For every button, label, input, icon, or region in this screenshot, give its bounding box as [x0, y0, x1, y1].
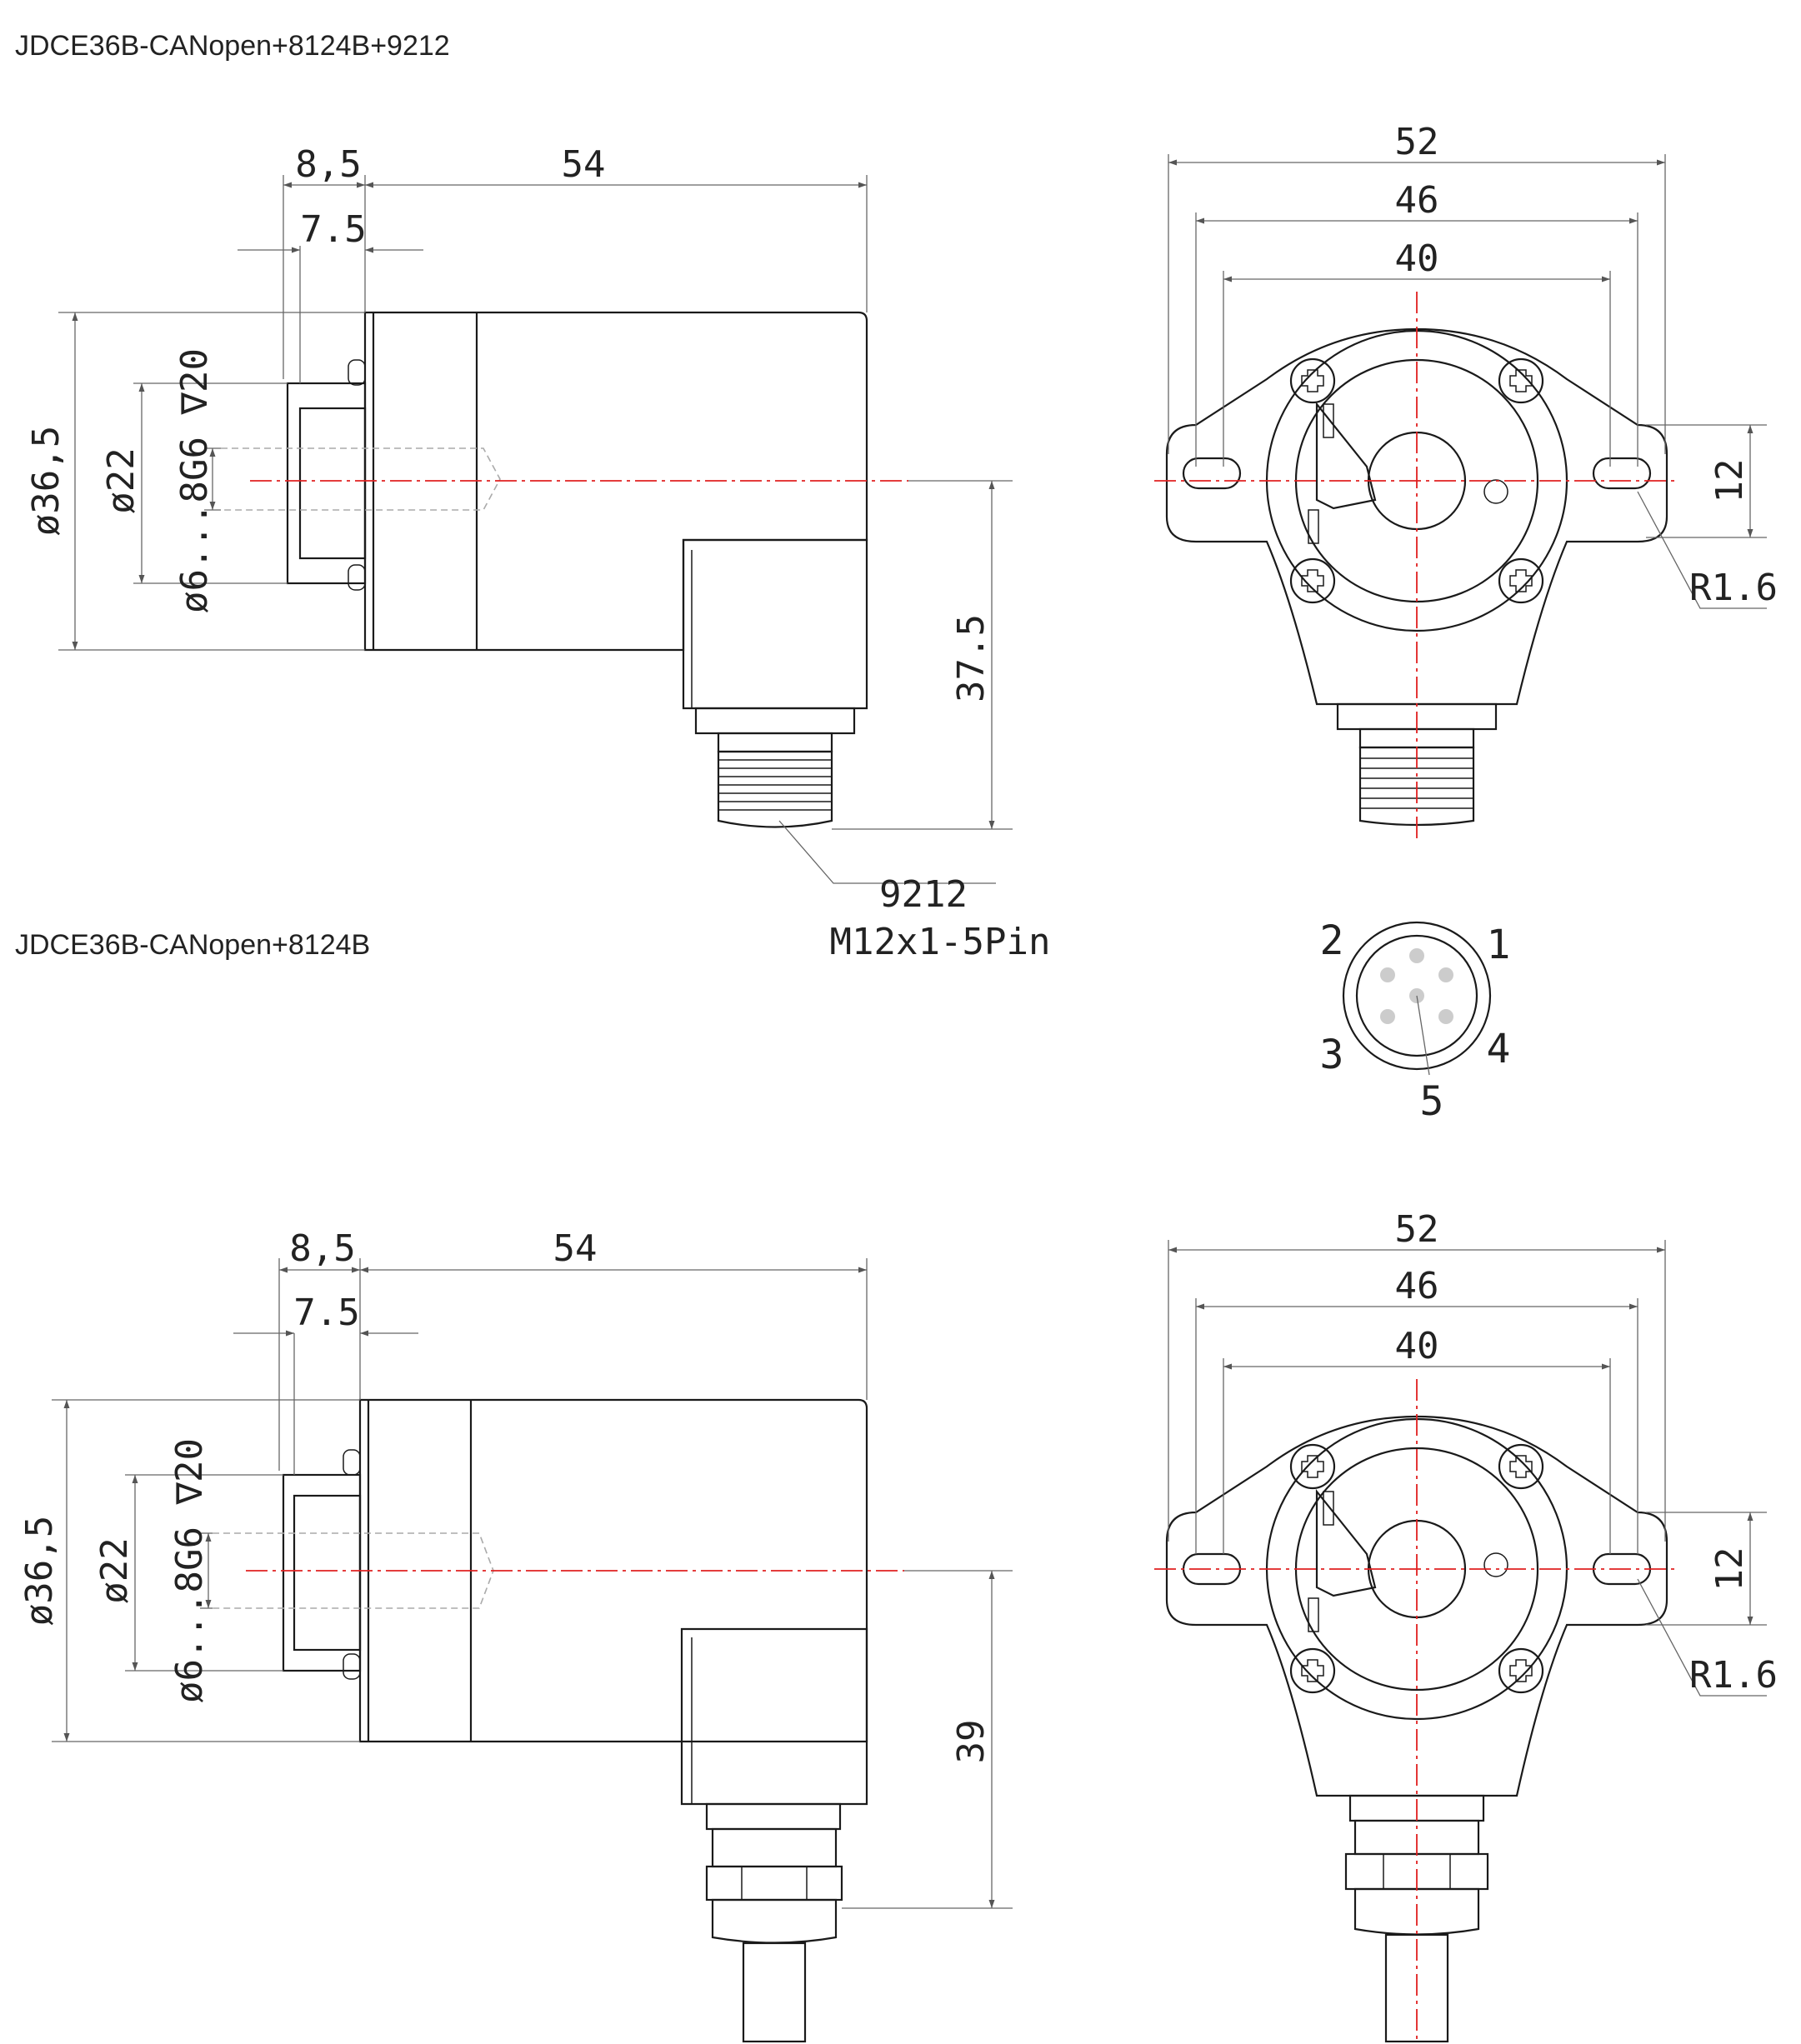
cable-gland-nut — [705, 1802, 842, 1831]
slot-right — [1592, 457, 1652, 490]
connector-thread — [717, 750, 833, 828]
front-view-bottom: 52 46 40 12 R1.6 — [1154, 1208, 1778, 2043]
mounting-flange — [1165, 1415, 1668, 1797]
connector-nut — [694, 707, 856, 735]
side-view-bottom: 8,5 54 7.5 ø36,5 ø22 ø6...8G6 ∇20 39 — [18, 1227, 1013, 2043]
dim-body-dia-bottom: ø36,5 — [18, 1516, 61, 1626]
dim-flange-bottom: 8,5 — [289, 1227, 355, 1270]
dim-flange-top: 8,5 — [295, 143, 361, 186]
connector-spec: M12x1-5Pin — [830, 921, 1051, 963]
dim-body-dia-top: ø36,5 — [25, 426, 68, 536]
mounting-flange — [1165, 327, 1668, 706]
screw-icon — [1289, 357, 1544, 604]
dim-slot-top: 12 — [1708, 459, 1751, 503]
dim-40-top: 40 — [1395, 237, 1439, 280]
dim-slot-bottom: 12 — [1708, 1547, 1751, 1592]
dim-length-bottom: 54 — [553, 1227, 598, 1270]
slot-left — [1182, 457, 1242, 490]
dim-40-bottom: 40 — [1395, 1325, 1439, 1367]
dim-46-top: 46 — [1395, 179, 1439, 222]
drawing-title-bottom: JDCE36B-CANopen+8124B — [15, 929, 371, 961]
dim-spigot-dia-top: ø22 — [100, 447, 143, 513]
dim-46-bottom: 46 — [1395, 1265, 1439, 1307]
dim-height-gland: 39 — [950, 1720, 993, 1764]
dim-52-top: 52 — [1395, 121, 1439, 163]
dim-spigot-dia-bottom: ø22 — [93, 1537, 136, 1603]
dim-length-top: 54 — [562, 143, 606, 186]
side-view-top: 8,5 54 7.5 ø36,5 ø22 ø6...8G6 ∇20 37.5 9… — [25, 143, 1050, 963]
hollow-shaft-hidden — [221, 447, 501, 511]
connector-box — [682, 538, 868, 710]
pin-label-4: 4 — [1487, 1026, 1511, 1072]
pin-label-3: 3 — [1320, 1032, 1344, 1078]
pin-label-2: 2 — [1320, 917, 1344, 964]
pin-label-1: 1 — [1487, 922, 1511, 968]
dim-spigot-top: 7.5 — [300, 208, 366, 251]
dim-52-bottom: 52 — [1395, 1208, 1439, 1251]
front-view-top: 52 46 40 12 R1.6 — [1154, 121, 1778, 842]
connector-pin-view: 1 2 3 4 5 — [1320, 917, 1511, 1125]
connector-model: 9212 — [879, 873, 968, 916]
cable — [742, 1942, 807, 2043]
dim-spigot-bottom: 7.5 — [293, 1292, 359, 1334]
dim-height-connector: 37.5 — [950, 614, 993, 702]
dim-shaft-top: ø6...8G6 ∇20 — [173, 348, 216, 613]
drawing-title-top: JDCE36B-CANopen+8124B+9212 — [15, 30, 450, 62]
dim-radius-top: R1.6 — [1689, 567, 1778, 609]
pin-label-5: 5 — [1420, 1078, 1444, 1125]
screw-icon — [1289, 1443, 1544, 1694]
dim-radius-bottom: R1.6 — [1689, 1654, 1778, 1697]
dim-shaft-bottom: ø6...8G6 ∇20 — [168, 1438, 211, 1703]
gland-box — [680, 1627, 868, 1806]
